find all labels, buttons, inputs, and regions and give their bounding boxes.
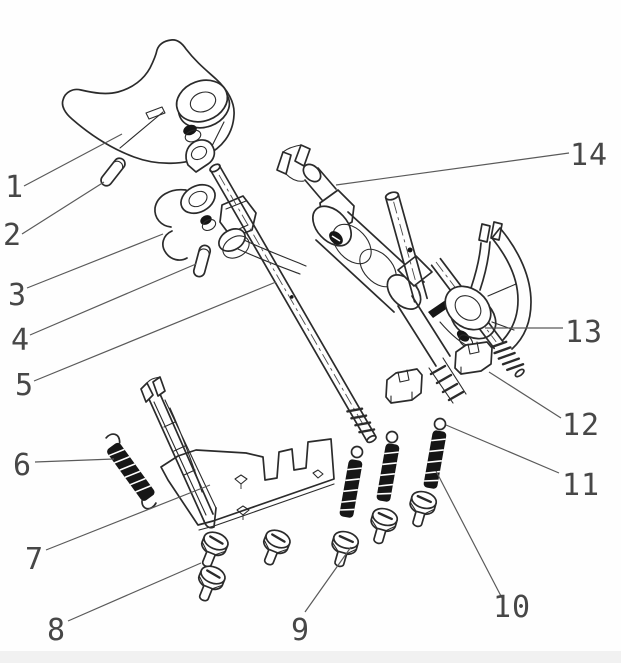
callout-label-3: 3: [8, 278, 27, 313]
callout-label-6: 6: [13, 448, 32, 483]
claw-hook-lower: [162, 230, 188, 261]
callout-label-2: 2: [3, 218, 22, 253]
guide-block-12a: [385, 368, 423, 404]
callout-label-14: 14: [570, 138, 608, 173]
bolt-8: [190, 561, 229, 607]
spring-hooks: [105, 433, 157, 510]
callout-label-12: 12: [562, 408, 600, 443]
callout-leader-6: [34, 458, 115, 463]
callout-leader-7: [45, 484, 211, 551]
callout-leader-8: [67, 562, 202, 622]
callout-leader-5: [33, 281, 277, 382]
callout-leader-12: [488, 371, 562, 419]
drum-extension: [397, 295, 451, 367]
callout-label-9: 9: [291, 613, 310, 648]
callout-leader-3: [26, 233, 164, 289]
callout-leader-9: [304, 546, 352, 613]
callout-label-11: 11: [562, 468, 600, 503]
steel-ball-11c: [433, 417, 447, 431]
callout-leader-11: [445, 424, 560, 474]
screw-9: [325, 527, 362, 571]
callout-label-8: 8: [47, 613, 66, 648]
tension-spring-6: [105, 433, 157, 510]
coil-end: [346, 407, 376, 434]
detent-spring-10b: [375, 441, 401, 504]
bottom-edge-strip: [0, 651, 621, 663]
callout-leader-1: [23, 133, 123, 187]
link-arm: [237, 239, 307, 275]
shift-fork-1: [61, 39, 235, 165]
claw-hook-upper: [154, 188, 187, 228]
fork-blade: [491, 227, 532, 350]
steel-ball-11b: [385, 430, 399, 444]
plate-bolt: [255, 525, 294, 571]
guide-rod-center: [384, 191, 428, 303]
pin-4: [191, 243, 213, 279]
callout-label-10: 10: [493, 590, 531, 625]
fork-shaft-5: [209, 163, 377, 444]
callout-label-4: 4: [11, 323, 30, 358]
arm-bolt: [193, 527, 232, 573]
callout-leader-2: [21, 181, 105, 235]
callout-label-13: 13: [565, 315, 603, 350]
detent-spring-10a: [338, 457, 364, 520]
callout-label-5: 5: [15, 368, 34, 403]
shift-fork-13: [428, 221, 532, 350]
shift-arm-7: [140, 376, 217, 529]
coil-end: [429, 364, 465, 402]
callout-leader-14: [335, 152, 570, 186]
callout-label-1: 1: [5, 170, 24, 205]
screw-9b: [364, 504, 401, 548]
callout-label-7: 7: [25, 542, 44, 577]
shift-drum-assembly-14: [276, 144, 467, 404]
guide-block-12b: [454, 341, 493, 375]
detent-hole: [183, 124, 197, 136]
callout-leader-4: [29, 263, 197, 336]
screw-9c: [403, 487, 440, 531]
steel-ball-11a: [350, 445, 364, 459]
coil-end: [489, 340, 525, 372]
callout-leader-10: [435, 470, 503, 599]
detent-spring-10c: [422, 428, 448, 491]
stopper-plate-7: [160, 438, 335, 531]
